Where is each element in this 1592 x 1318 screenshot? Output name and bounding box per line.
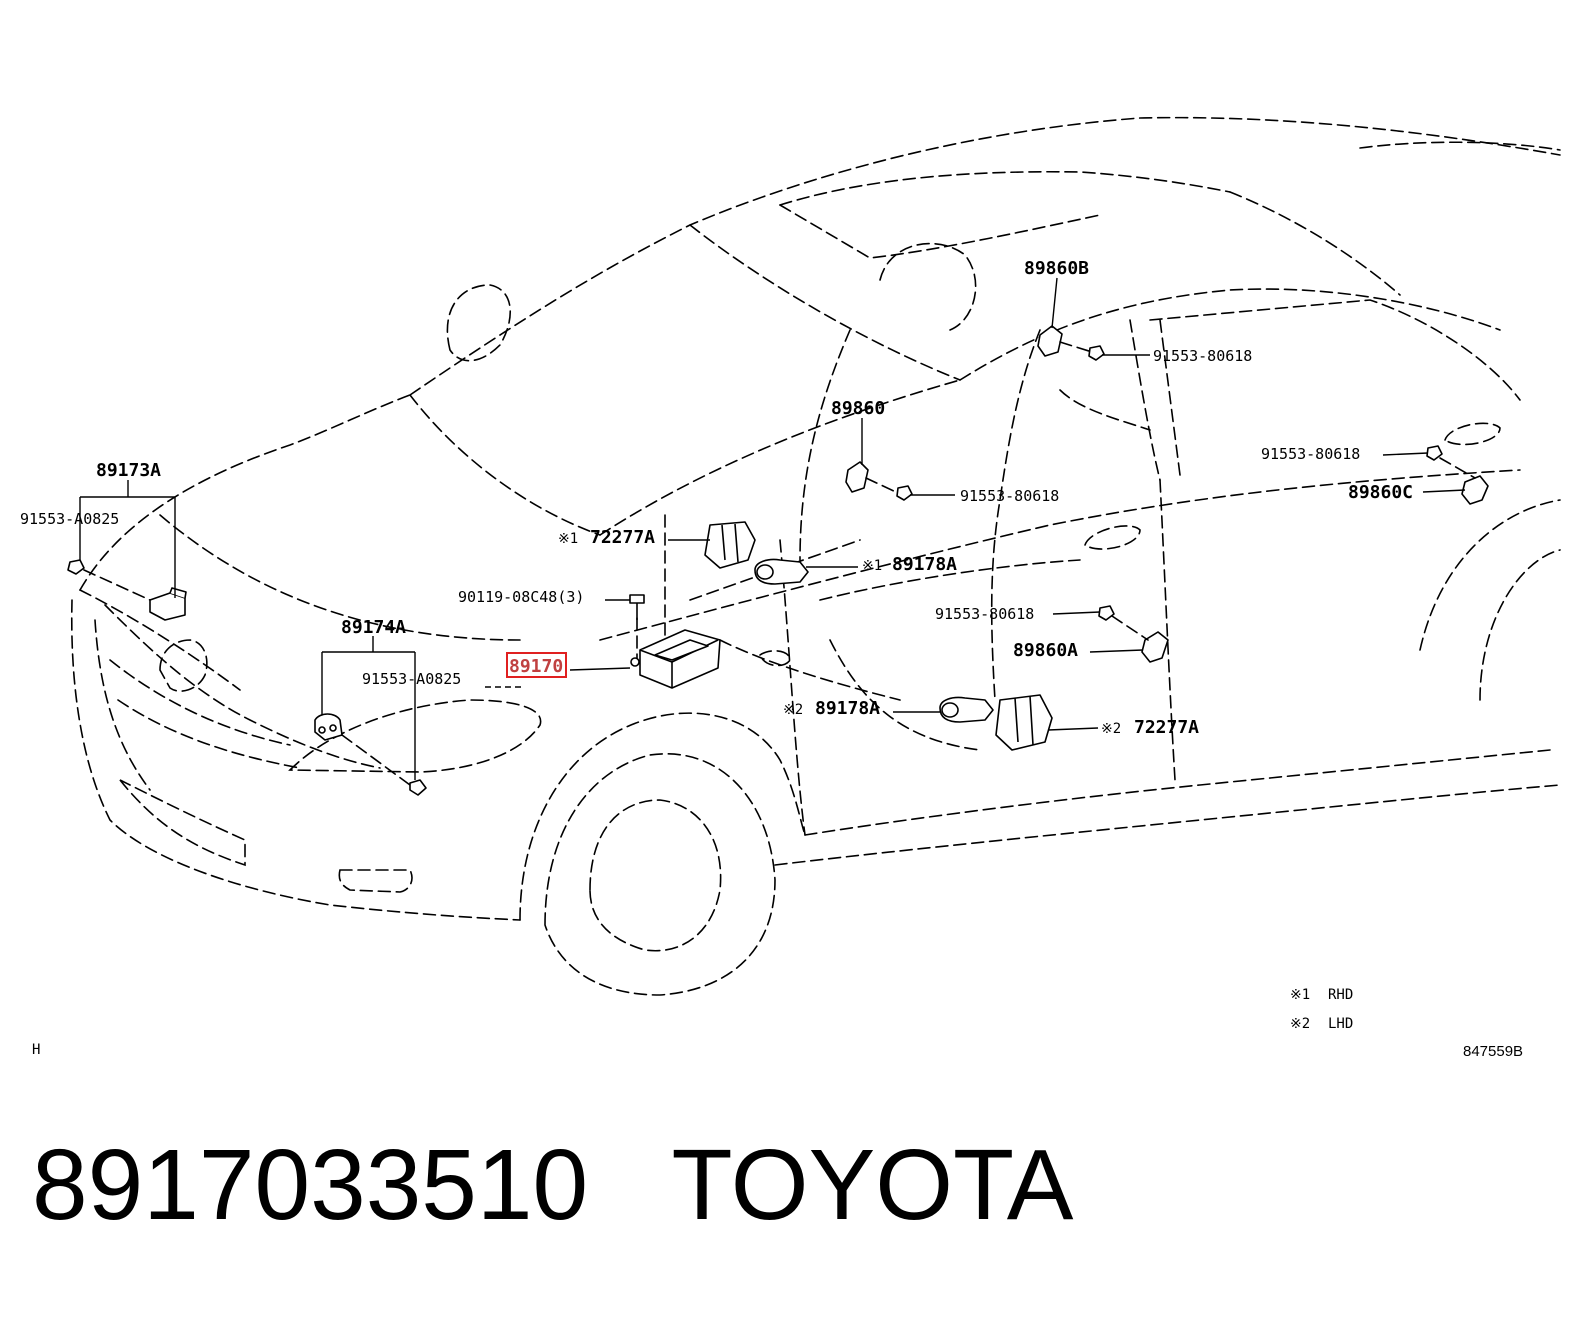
- diagram-id: 847559B: [1463, 1043, 1523, 1060]
- parts: [67, 325, 1489, 796]
- legend-rhd-mark: ※1: [1290, 987, 1310, 1003]
- sensor-89174A: [314, 713, 343, 741]
- legend-rhd-text: RHD: [1328, 987, 1353, 1003]
- legend-lhd-mark: ※2: [1290, 1016, 1310, 1032]
- label-72277A-bottom: 72277A: [1134, 717, 1199, 738]
- caption-part-number: 8917033510: [32, 1129, 589, 1241]
- label-91553-80618-a: 91553-80618: [1153, 347, 1252, 365]
- part-labels: 89173A 91553-A0825 89174A 91553-A0825 89…: [20, 258, 1413, 738]
- legend-lhd-text: LHD: [1328, 1016, 1353, 1032]
- caption-brand: TOYOTA: [671, 1129, 1074, 1241]
- bolt-91553-A0825-left: [67, 559, 151, 601]
- sensor-89860C: [1426, 445, 1489, 505]
- sensor-89860: [845, 461, 913, 501]
- label-89173A: 89173A: [96, 460, 161, 481]
- parts-diagram: 89173A 91553-A0825 89174A 91553-A0825 89…: [20, 116, 1561, 1060]
- legend: ※1 RHD ※2 LHD: [1290, 987, 1353, 1032]
- mark-lhd-89178A: ※2: [783, 702, 803, 718]
- leader-lines: [79, 277, 1466, 780]
- sensor-89178A-bottom: [939, 696, 994, 723]
- label-89178A-bottom: 89178A: [815, 698, 880, 719]
- label-89178A-top: 89178A: [892, 554, 957, 575]
- label-72277A-top: 72277A: [590, 527, 655, 548]
- mark-rhd-89178A: ※1: [862, 558, 882, 574]
- highlight-box-89170: [506, 652, 567, 678]
- airbag-ecu-89170: [630, 617, 721, 689]
- label-90119: 90119-08C48(3): [458, 588, 584, 606]
- label-89170: 89170: [509, 656, 563, 677]
- bracket-72277A-bottom: [995, 694, 1053, 751]
- sensor-89173A: [149, 587, 187, 621]
- caption: 8917033510 TOYOTA: [32, 1135, 1073, 1235]
- label-91553-80618-c: 91553-80618: [1261, 445, 1360, 463]
- label-91553-80618-b: 91553-80618: [960, 487, 1059, 505]
- label-89860B: 89860B: [1024, 258, 1089, 279]
- label-89174A: 89174A: [341, 617, 406, 638]
- sensor-89178A-top: [754, 558, 809, 585]
- bolt-90119: [629, 594, 645, 620]
- label-89860A: 89860A: [1013, 640, 1078, 661]
- label-91553-A0825-left: 91553-A0825: [20, 510, 119, 528]
- mark-lhd-72277A: ※2: [1101, 721, 1121, 737]
- footer-left-code: H: [32, 1042, 40, 1058]
- car-outline: [70, 116, 1561, 996]
- label-89860C: 89860C: [1348, 482, 1413, 503]
- bracket-72277A-top: [704, 521, 756, 569]
- bolt-91553-A0825-center: [341, 734, 427, 796]
- label-91553-A0825-center: 91553-A0825: [362, 670, 461, 688]
- sensor-89860A: [1098, 605, 1169, 663]
- mark-rhd-72277A: ※1: [558, 531, 578, 547]
- label-89860: 89860: [831, 398, 885, 419]
- label-91553-80618-d: 91553-80618: [935, 605, 1034, 623]
- sensor-89860B: [1037, 325, 1105, 361]
